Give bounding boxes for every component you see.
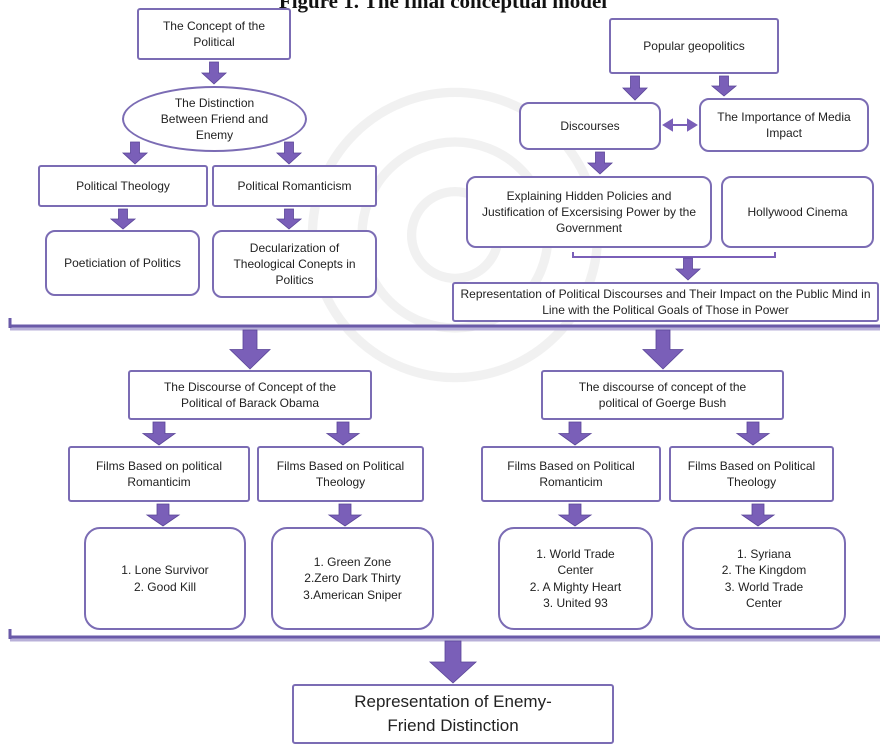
concept-of-political-box: The Concept of the Political [137, 8, 291, 60]
arrow-to-final [428, 640, 478, 684]
media-impact-box: The Importance of Media Impact [699, 98, 869, 152]
separator-rule-1 [8, 318, 880, 331]
obama-theology-films-box: 1. Green Zone 2.Zero Dark Thirty 3.Ameri… [271, 527, 434, 630]
arrow-right-to-bush [642, 329, 684, 370]
arrow-left-to-obama [229, 329, 271, 370]
enemy-friend-representation-box: Representation of Enemy-Friend Distincti… [292, 684, 614, 744]
friend-enemy-distinction-oval: The Distinction Between Friend and Enemy [122, 86, 307, 152]
poeticiation-box: Poeticiation of Politics [45, 230, 200, 296]
figure-title: Figure 1. The final conceptual model [278, 0, 608, 13]
arrow-distinction-to-romanticism [275, 141, 303, 165]
representation-discourses-box: Representation of Political Discourses a… [452, 282, 879, 322]
arrow-obama-to-romanticism [141, 421, 177, 446]
popular-geopolitics-box: Popular geopolitics [609, 18, 779, 74]
decularization-box: Decularization of Theological Conepts in… [212, 230, 377, 298]
separator-rule-2 [8, 629, 880, 642]
arrow-distinction-to-theology [121, 141, 149, 165]
obama-theology-box: Films Based on Political Theology [257, 446, 424, 502]
arrow-romanticism-to-films-obama [145, 503, 181, 527]
bracket-connector [572, 252, 776, 258]
arrow-concept-to-distinction [200, 61, 228, 85]
arrow-theology-to-poeticiation [109, 208, 137, 230]
bush-romanticism-films-box: 1. World Trade Center 2. A Mighty Heart … [498, 527, 653, 630]
political-romanticism-box: Political Romanticism [212, 165, 377, 207]
bush-theology-films-box: 1. Syriana 2. The Kingdom 3. World Trade… [682, 527, 846, 630]
arrow-geopolitics-to-discourses [622, 75, 648, 101]
arrow-obama-to-theology [325, 421, 361, 446]
arrow-romanticism-to-decularization [275, 208, 303, 230]
obama-romanticism-box: Films Based on political Romanticim [68, 446, 250, 502]
bush-theology-box: Films Based on Political Theology [669, 446, 834, 502]
arrow-to-representation [674, 257, 702, 281]
arrow-romanticism-to-films-bush [557, 503, 593, 527]
hidden-policies-box: Explaining Hidden Policies and Justifica… [466, 176, 712, 248]
arrow-theology-to-films-bush [740, 503, 776, 527]
hollywood-cinema-box: Hollywood Cinema [721, 176, 874, 248]
arrow-geopolitics-to-media [710, 75, 738, 97]
bush-romanticism-box: Films Based on Political Romanticim [481, 446, 661, 502]
obama-discourse-box: The Discourse of Concept of the Politica… [128, 370, 372, 420]
discourses-box: Discourses [519, 102, 661, 150]
bush-discourse-box: The discourse of concept of the politica… [541, 370, 784, 420]
arrow-discourses-to-hidden [586, 151, 614, 175]
obama-romanticism-films-box: 1. Lone Survivor 2. Good Kill [84, 527, 246, 630]
arrow-theology-to-films-obama [327, 503, 363, 527]
double-arrow-discourses-media [662, 118, 698, 132]
arrow-bush-to-theology [735, 421, 771, 446]
political-theology-box: Political Theology [38, 165, 208, 207]
arrow-bush-to-romanticism [557, 421, 593, 446]
